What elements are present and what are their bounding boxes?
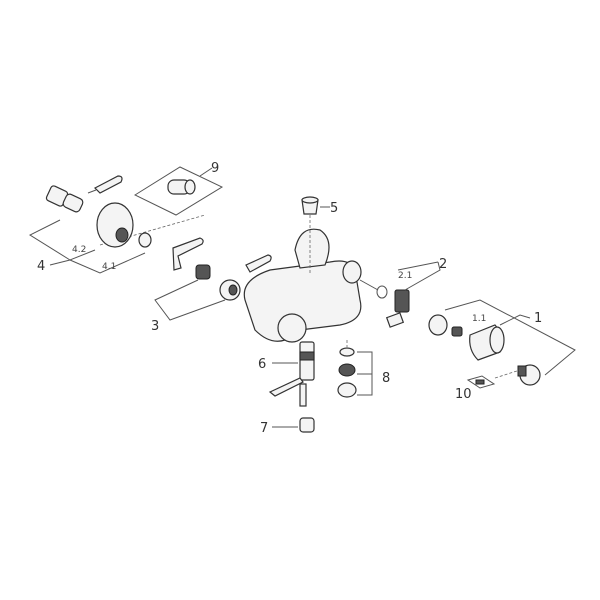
part-4-group [28, 175, 152, 274]
label-2: 2 [439, 257, 447, 272]
label-4-2: 4.2 [72, 245, 86, 255]
faucet-body [243, 210, 362, 343]
label-4-1: 4.1 [102, 262, 116, 272]
part-1-group [428, 299, 576, 386]
part-9-group [99, 166, 224, 246]
part-10-group [466, 369, 521, 389]
label-1: 1 [534, 311, 542, 326]
label-10: 10 [455, 387, 472, 402]
part-6-7-group [268, 341, 315, 433]
label-2-1: 2.1 [398, 271, 412, 281]
label-8: 8 [382, 371, 390, 386]
part-3-group [154, 237, 272, 321]
label-1-1: 1.1 [472, 314, 486, 324]
label-7: 7 [260, 421, 268, 436]
label-6: 6 [258, 357, 266, 372]
label-5: 5 [330, 201, 338, 216]
part-5-cap [301, 196, 330, 215]
label-9: 9 [211, 161, 219, 176]
part-2-group [359, 261, 441, 328]
label-3: 3 [151, 319, 159, 334]
part-8-group [337, 340, 373, 398]
label-4: 4 [37, 259, 45, 274]
